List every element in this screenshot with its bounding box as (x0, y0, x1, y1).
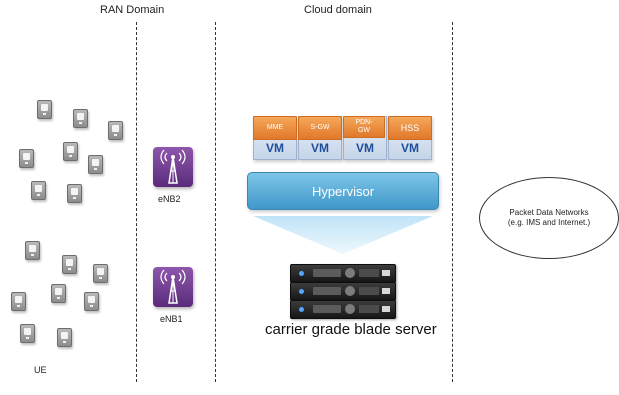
vm-tab-hss: HSS (388, 116, 432, 140)
funnel-shape (253, 216, 433, 254)
mobile-phone-icon (73, 109, 88, 128)
pdn-text: Packet Data Networks (e.g. IMS and Inter… (508, 208, 590, 228)
server-slot (313, 287, 341, 295)
blade-server-icon (290, 264, 396, 283)
mobile-phone-icon (57, 328, 72, 347)
server-grill (359, 269, 379, 277)
vm-mme: MME VM (253, 116, 297, 160)
vm-sgw: S-GW VM (298, 116, 342, 160)
blade-server-icon (290, 300, 396, 319)
ue-label: UE (34, 365, 47, 375)
vm-label: VM (311, 141, 329, 155)
enb2-label: eNB2 (158, 194, 181, 204)
mobile-phone-icon (63, 142, 78, 161)
pdn-line2: (e.g. IMS and Internet.) (507, 218, 591, 227)
server-grill (359, 287, 379, 295)
mobile-phone-icon (11, 292, 26, 311)
mobile-phone-icon (67, 184, 82, 203)
vm-label: VM (266, 141, 284, 155)
server-tab (382, 306, 390, 312)
divider-cloud-right (452, 22, 453, 382)
enb1-label: eNB1 (160, 314, 183, 324)
vm-label: VM (356, 141, 374, 155)
server-knob (345, 304, 355, 314)
mobile-phone-icon (84, 292, 99, 311)
mobile-phone-icon (25, 241, 40, 260)
divider-ran-cloud (215, 22, 216, 382)
pdn-line1: Packet Data Networks (509, 208, 589, 217)
server-slot (313, 269, 341, 277)
server-tab (382, 270, 390, 276)
mobile-phone-icon (93, 264, 108, 283)
server-tab (382, 288, 390, 294)
server-grill (359, 305, 379, 313)
mobile-phone-icon (20, 324, 35, 343)
cloud-domain-title: Cloud domain (304, 4, 372, 16)
server-knob (345, 286, 355, 296)
mobile-phone-icon (88, 155, 103, 174)
packet-data-networks: Packet Data Networks (e.g. IMS and Inter… (479, 177, 619, 259)
server-slot (313, 305, 341, 313)
vm-tab-pdngw: PDN-GW (343, 116, 385, 138)
vm-tab-sgw: S-GW (298, 116, 342, 140)
mobile-phone-icon (51, 284, 66, 303)
mobile-phone-icon (62, 255, 77, 274)
blade-server-icon (290, 282, 396, 301)
vm-tab-mme: MME (253, 116, 297, 140)
hypervisor: Hypervisor (247, 172, 439, 210)
vm-pdngw: PDN-GW VM (343, 116, 387, 160)
server-led (299, 307, 304, 312)
mobile-phone-icon (37, 100, 52, 119)
antenna-tower-icon (153, 267, 193, 307)
vm-label: VM (401, 141, 419, 155)
mobile-phone-icon (19, 149, 34, 168)
vm-hss: HSS VM (388, 116, 432, 160)
server-knob (345, 268, 355, 278)
mobile-phone-icon (31, 181, 46, 200)
antenna-tower-icon (153, 147, 193, 187)
ran-domain-title: RAN Domain (100, 4, 165, 16)
server-label: carrier grade blade server (265, 321, 437, 338)
mobile-phone-icon (108, 121, 123, 140)
server-led (299, 271, 304, 276)
divider-ran-left (136, 22, 137, 382)
server-led (299, 289, 304, 294)
